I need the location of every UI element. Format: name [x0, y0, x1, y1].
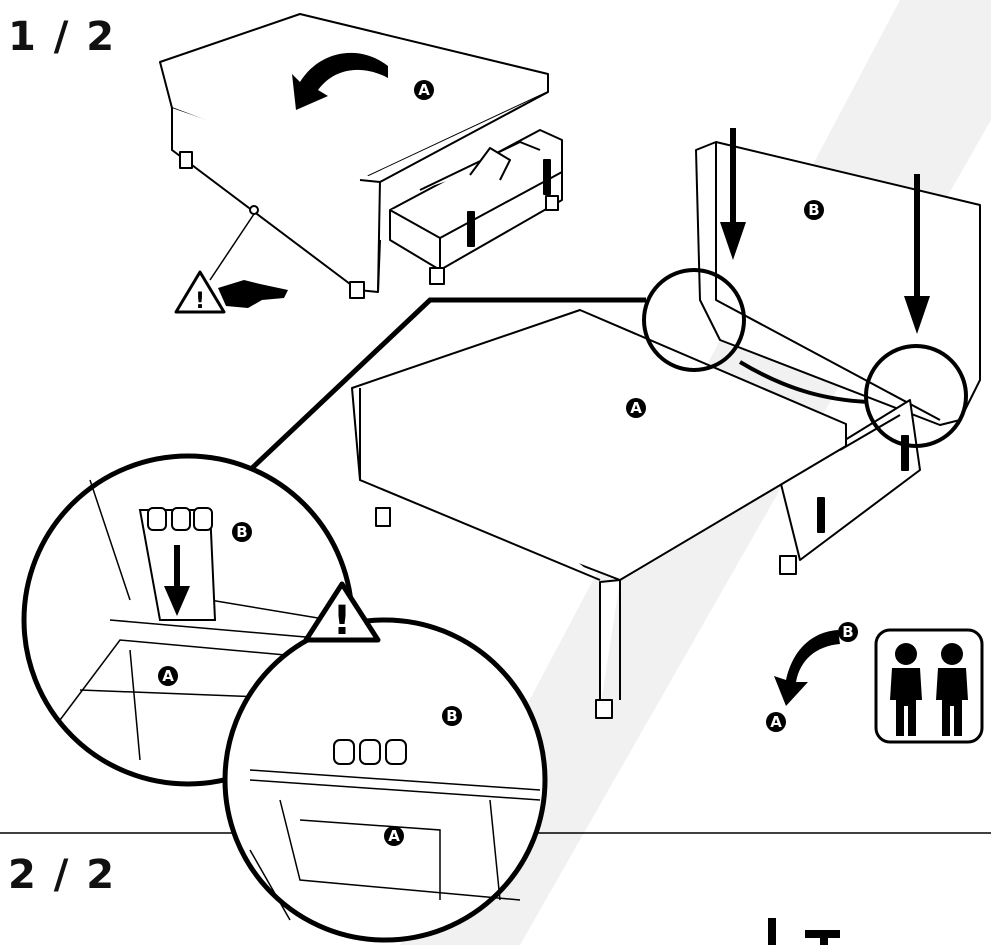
step-number-1: 1 / 2	[8, 14, 117, 60]
hand-icon	[218, 280, 288, 308]
bed-base-illustration	[351, 141, 981, 719]
callout-a-badge: A	[158, 666, 178, 686]
step2-partial-illustration	[768, 918, 840, 945]
leader-curve	[738, 360, 869, 404]
callout-b-badge: B	[442, 706, 462, 726]
callout-a-badge: A	[384, 826, 404, 846]
callout-b-badge: B	[232, 522, 252, 542]
warning-mark: !	[195, 289, 205, 314]
curved-arrow-icon	[774, 630, 840, 706]
callout-b-badge: B	[838, 622, 858, 642]
down-arrow-icon	[720, 128, 930, 334]
svg-text:A: A	[162, 667, 174, 685]
svg-text:B: B	[808, 201, 819, 219]
callout-a-badge: A	[766, 712, 786, 732]
warning-triangle-icon: !	[174, 270, 226, 314]
svg-text:A: A	[630, 399, 642, 417]
svg-text:B: B	[842, 623, 853, 641]
detail-circle-right	[864, 344, 968, 448]
svg-text:A: A	[418, 81, 430, 99]
leader-line	[248, 297, 646, 472]
warning-triangle-icon: !	[303, 581, 381, 644]
svg-text:A: A	[388, 827, 400, 845]
svg-text:B: B	[236, 523, 247, 541]
warning-mark: !	[333, 598, 351, 644]
svg-text:A: A	[770, 713, 782, 731]
small-bed-illustration	[159, 13, 563, 299]
curved-arrow-icon	[292, 52, 388, 110]
svg-text:B: B	[446, 707, 457, 725]
callout-a-badge: A	[626, 398, 646, 418]
callout-b-badge: B	[804, 200, 824, 220]
callout-a-badge: A	[414, 80, 434, 100]
step-number-2: 2 / 2	[8, 852, 117, 898]
two-persons-icon	[874, 628, 984, 744]
detail-circle-left	[642, 268, 746, 372]
magnified-detail-right	[222, 617, 548, 943]
